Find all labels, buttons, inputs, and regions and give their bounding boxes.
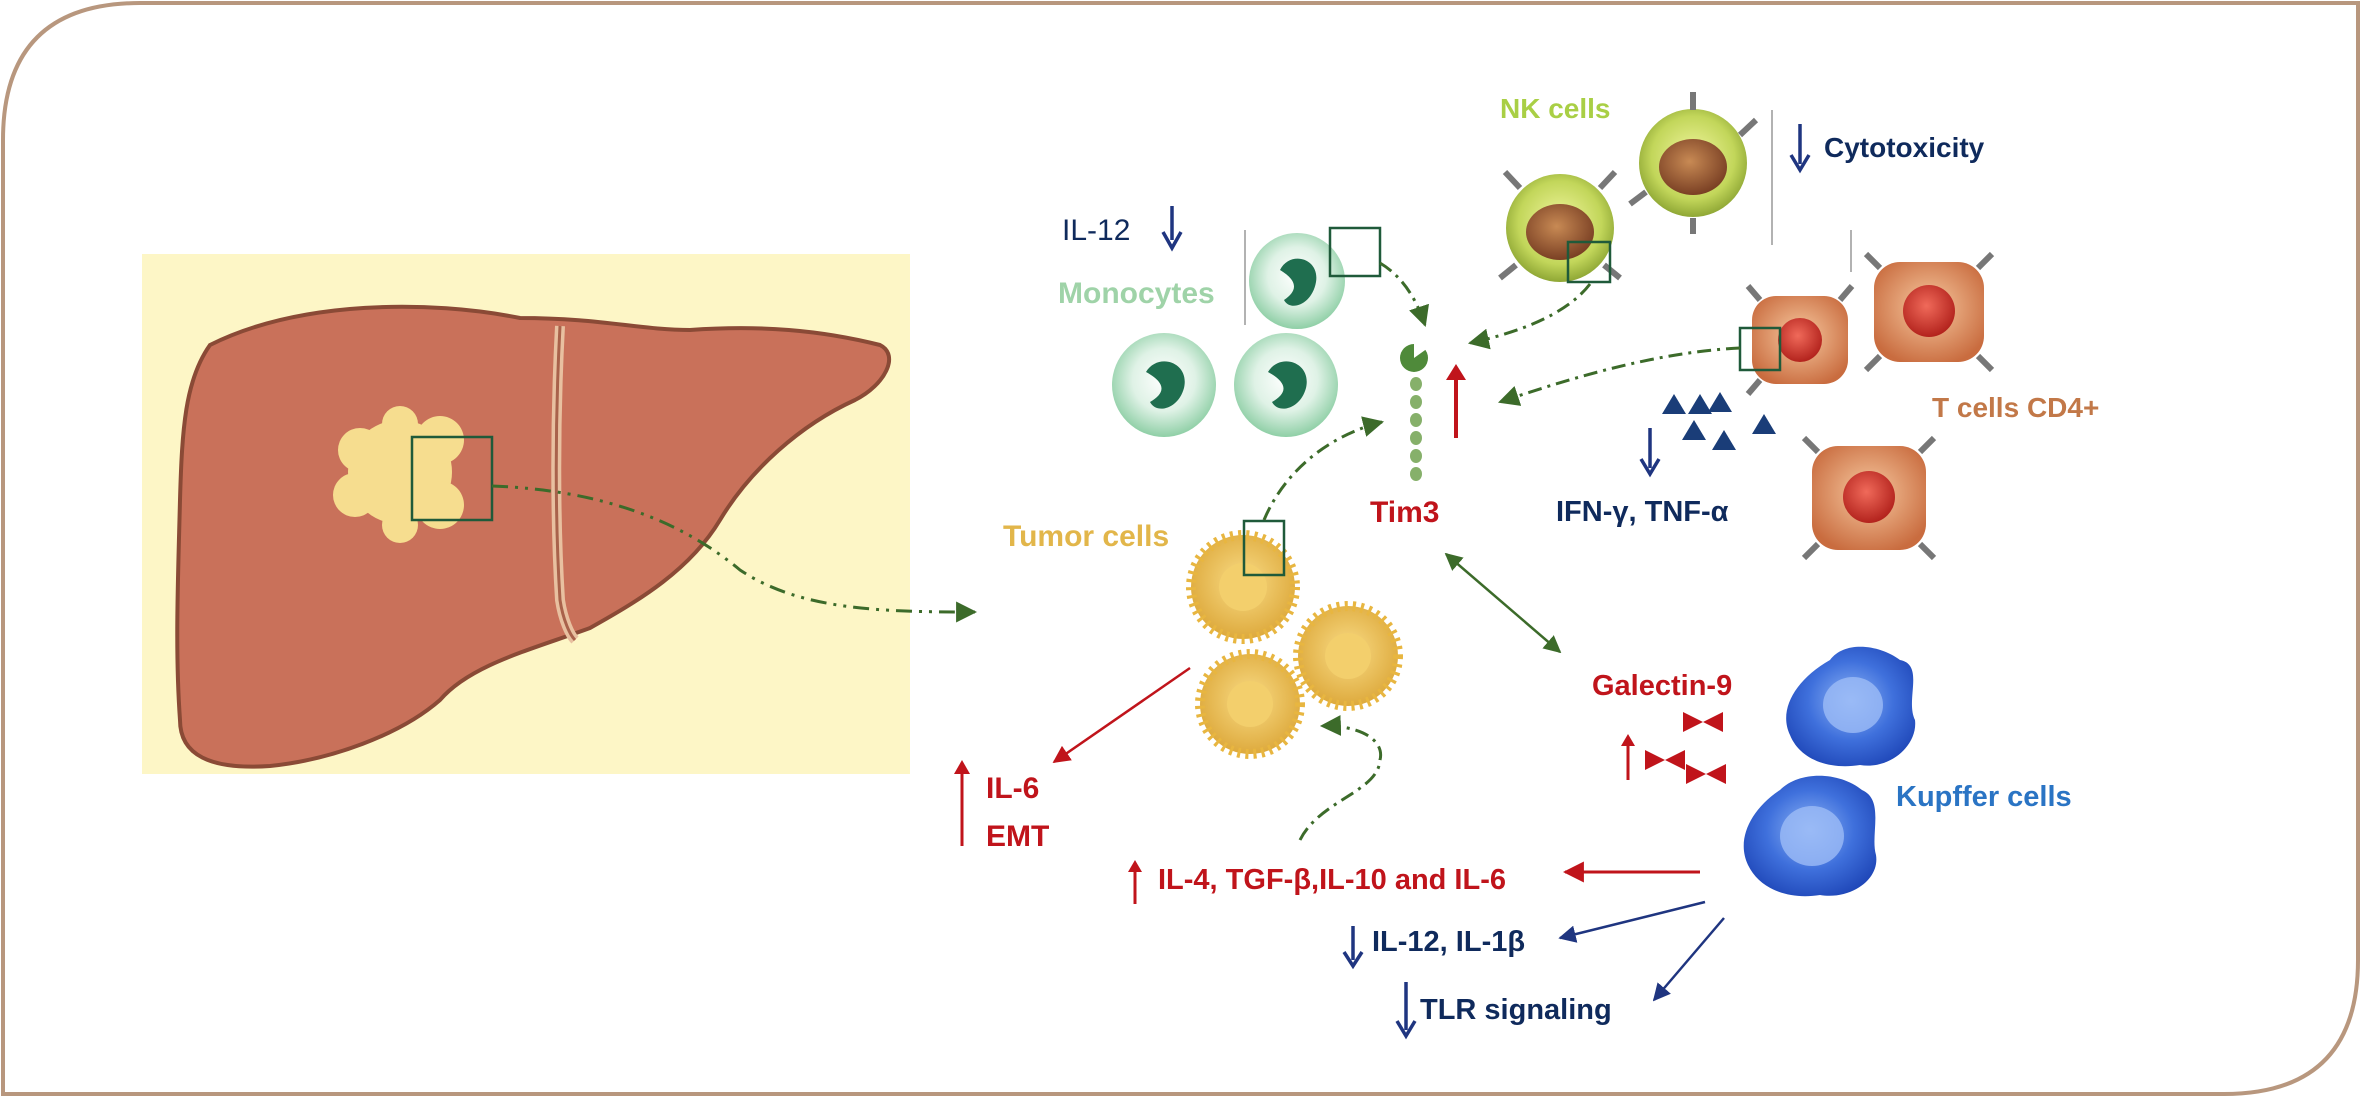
triangle-icon bbox=[1712, 430, 1736, 450]
nk-cell bbox=[1498, 169, 1622, 282]
zoom-box-nk bbox=[1566, 240, 1612, 284]
tim3-label: Tim3 bbox=[1370, 496, 1440, 529]
monocyte-to-tim3-arrow bbox=[1379, 261, 1429, 327]
kupffer-cell bbox=[1743, 775, 1877, 897]
up-arrow-icon bbox=[954, 760, 970, 846]
monocyte-cell bbox=[1249, 233, 1345, 329]
kupffer-cells-label: Kupffer cells bbox=[1896, 781, 2072, 813]
kupffer-to-tlr-arrow bbox=[1652, 917, 1725, 1002]
tumor-cell bbox=[1186, 530, 1300, 644]
bowtie-icon bbox=[1683, 712, 1723, 732]
ifn-tnf-label: IFN-γ, TNF-α bbox=[1556, 496, 1729, 528]
tumor-cell bbox=[1293, 601, 1403, 711]
emt-label: EMT bbox=[986, 820, 1050, 853]
tumor-to-il6-arrow bbox=[1052, 666, 1191, 764]
down-arrow-icon bbox=[1789, 124, 1811, 174]
down-arrow-icon bbox=[1395, 982, 1417, 1040]
cytotoxicity-label: Cytotoxicity bbox=[1824, 132, 1985, 163]
triangle-icon bbox=[1752, 414, 1776, 434]
galectin-9-label: Galectin-9 bbox=[1592, 670, 1733, 702]
monocyte-cell bbox=[1234, 333, 1338, 437]
il12-label: IL-12 bbox=[1062, 214, 1131, 247]
tumor-to-tim3-arrow bbox=[1262, 416, 1385, 521]
up-arrow-icon bbox=[1621, 734, 1635, 780]
triangle-icon bbox=[1682, 420, 1706, 440]
monocyte-cell bbox=[1112, 333, 1216, 437]
il6-label: IL-6 bbox=[986, 772, 1040, 805]
zoom-box-tumor bbox=[1242, 519, 1286, 577]
liver-connector-arrow bbox=[491, 484, 978, 623]
t-cell bbox=[1745, 284, 1855, 396]
il12-il1b-label: IL-12, IL-1β bbox=[1372, 926, 1526, 958]
zoom-box-liver bbox=[410, 435, 494, 522]
cytokine-triangles bbox=[1662, 392, 1776, 450]
up-arrow-icon bbox=[1128, 860, 1142, 904]
t-cell bbox=[1801, 435, 1937, 561]
down-arrow-icon bbox=[1639, 428, 1661, 478]
nk-cell bbox=[1628, 92, 1759, 234]
up-arrow-icon bbox=[1446, 364, 1466, 438]
kupffer-to-il12-arrow bbox=[1558, 900, 1706, 943]
liver-illustration bbox=[175, 304, 892, 769]
t-cell bbox=[1863, 251, 1995, 373]
tim3-galectin-arrow bbox=[1444, 552, 1562, 654]
nk-to-tim3-arrow bbox=[1467, 283, 1592, 350]
t-cells-label: T cells CD4+ bbox=[1932, 392, 2100, 423]
tumor-cells-label: Tumor cells bbox=[1003, 520, 1170, 553]
tim3-receptor bbox=[1400, 343, 1428, 481]
tcell-to-tim3-arrow bbox=[1498, 346, 1741, 406]
triangle-icon bbox=[1708, 392, 1732, 412]
triangle-icon bbox=[1662, 394, 1686, 414]
tlr-signaling-label: TLR signaling bbox=[1420, 994, 1612, 1026]
cytokines-to-tumor-arrow bbox=[1298, 715, 1383, 841]
galectin-9-molecules bbox=[1645, 712, 1726, 784]
down-arrow-icon bbox=[1161, 206, 1183, 252]
monocytes-label: Monocytes bbox=[1058, 277, 1215, 310]
liver-tumor bbox=[333, 406, 464, 543]
cytokines-up-label: IL-4, TGF-β,IL-10 and IL-6 bbox=[1158, 864, 1506, 896]
zoom-box-monocyte bbox=[1328, 226, 1382, 278]
bowtie-icon bbox=[1645, 750, 1685, 770]
down-arrow-icon bbox=[1342, 926, 1364, 970]
bowtie-icon bbox=[1686, 764, 1726, 784]
triangle-icon bbox=[1688, 394, 1712, 414]
tumor-cell bbox=[1195, 649, 1305, 759]
nk-cells-label: NK cells bbox=[1500, 93, 1611, 124]
kupffer-cell bbox=[1786, 646, 1916, 767]
